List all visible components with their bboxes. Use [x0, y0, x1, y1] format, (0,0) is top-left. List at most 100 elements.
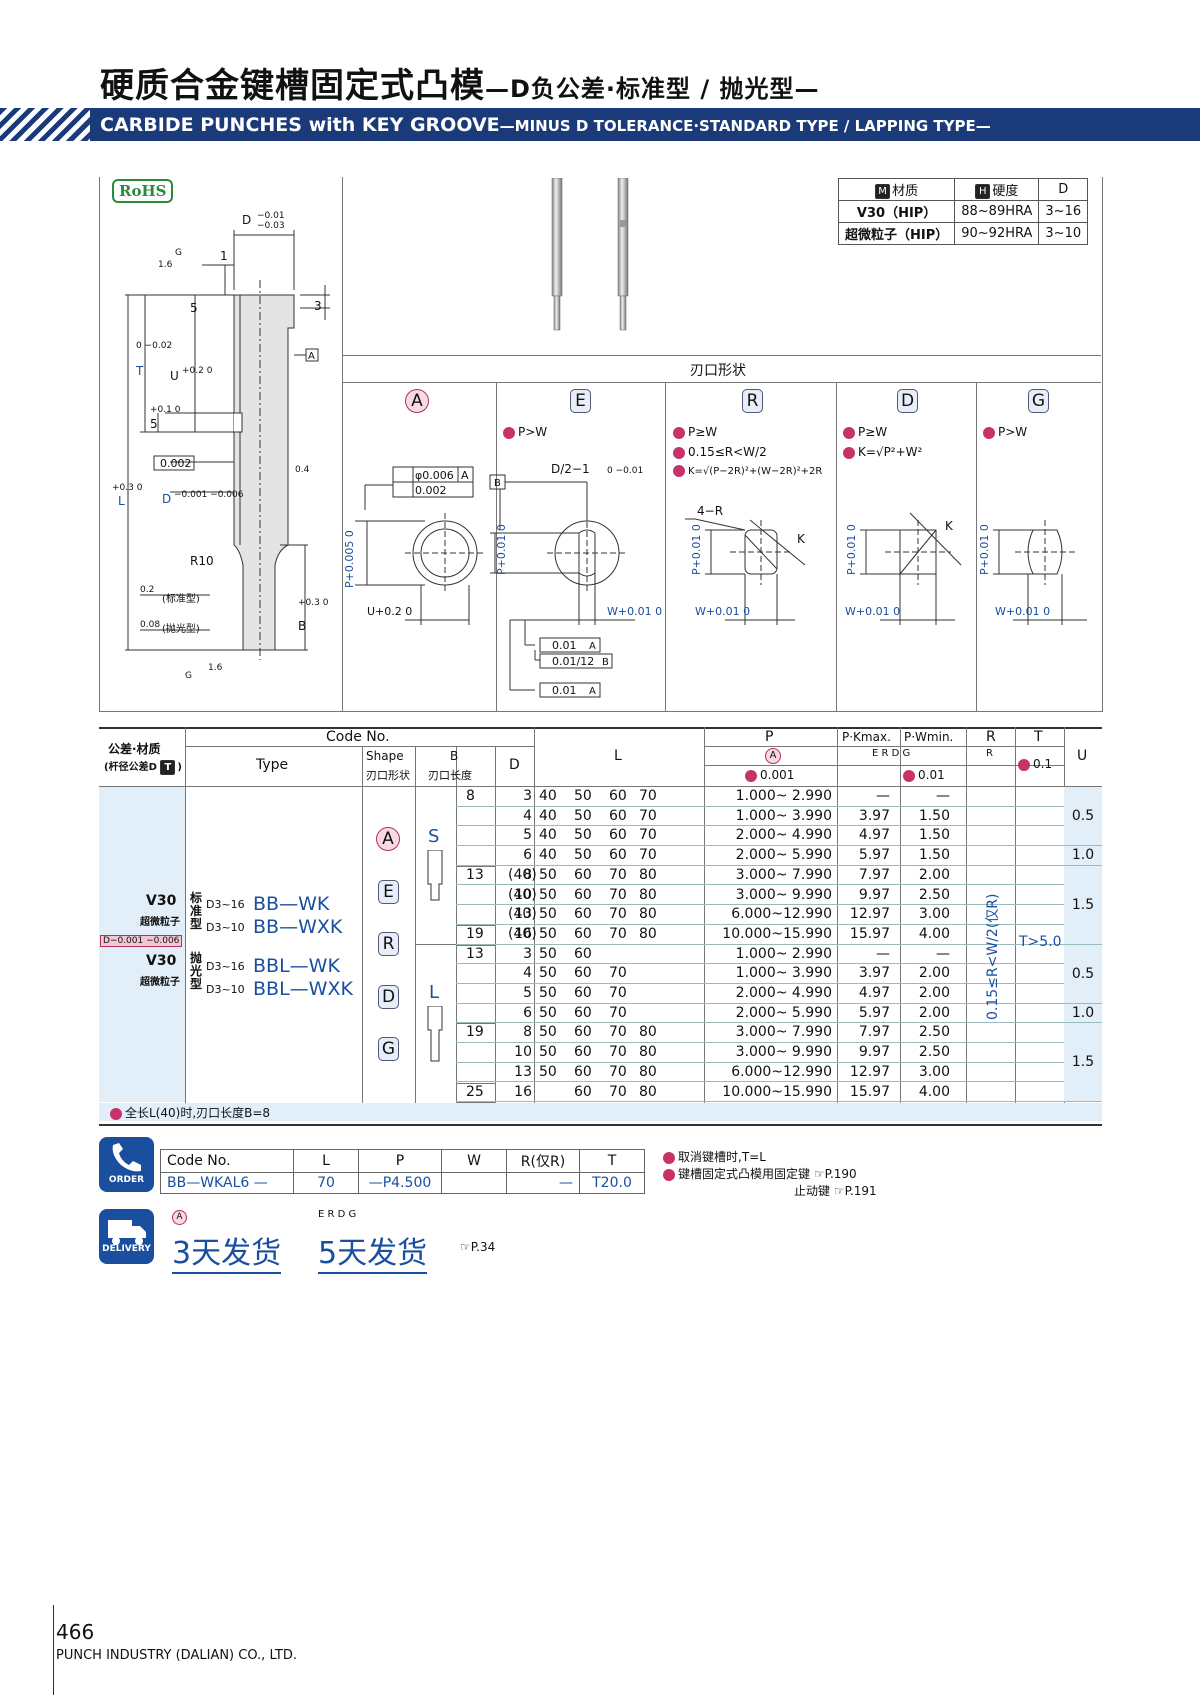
cell-d: 16: [514, 1083, 532, 1100]
shape-d-note2: K=√P²+W²: [858, 445, 923, 459]
svg-text:B: B: [298, 619, 306, 633]
svg-text:(标准型): (标准型): [162, 592, 200, 605]
th-pw: P·Wmin.: [904, 730, 954, 744]
svg-text:+0.3 0: +0.3 0: [112, 483, 143, 493]
cell-d: 16: [514, 925, 532, 942]
cell-l: 40: [539, 847, 557, 864]
punch-body: [233, 294, 295, 651]
shape-drawings: φ0.006 A 0.002 P+0.005 0 U+0.2 0 B D/2−1…: [345, 462, 1087, 698]
cell-d: 8: [523, 866, 532, 883]
cell-l: 60: [574, 1004, 592, 1021]
cell-b: 8: [466, 788, 475, 804]
cell-pw: 1.50: [918, 827, 950, 844]
cell-pw: 1.50: [918, 847, 950, 864]
cell-l: 40: [539, 807, 557, 824]
type-l: L: [429, 982, 440, 1003]
delivery-shape-a: A: [172, 1210, 187, 1225]
cell-l: 70: [609, 985, 627, 1001]
svg-text:5: 5: [190, 301, 198, 315]
order-note-3: 止动键: [794, 1184, 831, 1198]
shape-r-badge: R: [742, 389, 763, 413]
r-formula: 0.15≤R<W/2(仅R): [985, 893, 1001, 1020]
cell-l: 60: [609, 827, 627, 844]
ref-hand-icon: ☞: [813, 1167, 825, 1181]
cell-u: 0.5: [1064, 787, 1102, 847]
cell-pw: 2.50: [918, 1024, 950, 1041]
cell-l: 80: [639, 1063, 657, 1080]
cell-b: 25: [466, 1083, 484, 1100]
svg-text:0.002: 0.002: [160, 457, 192, 470]
title-band: CARBIDE PUNCHES with KEY GROOVE—MINUS D …: [0, 108, 1200, 141]
cell-p: 3.000~ 7.990: [735, 1024, 832, 1041]
th-d: D: [509, 757, 520, 773]
svg-text:W+0.01 0: W+0.01 0: [607, 605, 662, 618]
cell-l: 50: [539, 1024, 557, 1041]
cell-p: 1.000~ 3.990: [735, 965, 832, 982]
ref-hand-icon-3: ☞: [460, 1240, 471, 1254]
cell-l: 80: [639, 1044, 657, 1061]
cell-d: 10: [514, 886, 532, 903]
svg-text:−0.001 −0.006: −0.001 −0.006: [174, 490, 244, 500]
svg-text:P+0.01 0: P+0.01 0: [978, 524, 991, 575]
svg-text:P+0.01 0: P+0.01 0: [845, 524, 858, 575]
cell-l: 50: [539, 886, 557, 903]
row-shape-a: A: [376, 827, 400, 851]
delivery-shapes-b: E R D G: [318, 1209, 357, 1220]
mat2: V30: [146, 953, 177, 969]
type-lap: 抛光型: [190, 951, 203, 991]
cell-l: 60: [574, 945, 592, 962]
svg-text:(抛光型): (抛光型): [162, 622, 200, 635]
delivery-3-days: 3天发货: [172, 1228, 282, 1274]
cell-p: 6.000~12.990: [731, 906, 832, 923]
cell-pk: 9.97: [858, 1044, 890, 1061]
svg-text:0.4: 0.4: [295, 465, 310, 475]
svg-text:P+0.005 0: P+0.005 0: [345, 530, 356, 588]
row-shape-e: E: [378, 880, 399, 904]
cell-l: 60: [609, 847, 627, 864]
cell-pk: 7.97: [858, 866, 890, 883]
cell-pk: —: [876, 788, 890, 804]
cell-l: 70: [609, 1004, 627, 1021]
cell-pk: 9.97: [858, 886, 890, 903]
cell-pk: 5.97: [858, 1004, 890, 1021]
cell-l: (40): [508, 866, 537, 883]
svg-text:0.2: 0.2: [140, 585, 154, 595]
th-r: R: [986, 729, 996, 745]
code-bbl-wk: BBL—WK: [253, 955, 340, 977]
cell-pw: —: [936, 945, 950, 962]
cell-b: 13: [466, 945, 484, 962]
cell-d: 3: [523, 788, 532, 804]
page-number: 466: [56, 1620, 95, 1644]
shape-r-note2: 0.15≤R<W/2: [688, 445, 767, 459]
svg-text:R10: R10: [190, 554, 214, 568]
cell-p: 3.000~ 9.990: [735, 886, 832, 903]
phone-icon: [112, 1143, 141, 1172]
cell-l: (40): [508, 925, 537, 942]
svg-text:+0.3 0: +0.3 0: [298, 598, 329, 608]
row-shape-r: R: [378, 932, 399, 956]
cell-pw: 3.00: [918, 1063, 950, 1080]
cell-l: 70: [609, 925, 627, 942]
svg-text:1.6: 1.6: [208, 663, 223, 673]
ref-hand-icon-2: ☞: [833, 1184, 845, 1198]
cell-l: 70: [609, 1024, 627, 1041]
cell-p: 2.000~ 5.990: [735, 1004, 832, 1021]
row-shape-g: G: [378, 1037, 399, 1061]
cell-pw: 2.50: [918, 886, 950, 903]
cell-d: 13: [514, 1063, 532, 1080]
shape-g-badge: G: [1028, 389, 1049, 413]
svg-text:A: A: [308, 351, 315, 362]
cell-p: 10.000~15.990: [722, 1083, 832, 1100]
cell-pw: 2.50: [918, 1044, 950, 1061]
cell-l: 60: [574, 985, 592, 1001]
order-note-1: 取消键槽时,T=L: [678, 1150, 766, 1164]
cell-pw: 3.00: [918, 906, 950, 923]
